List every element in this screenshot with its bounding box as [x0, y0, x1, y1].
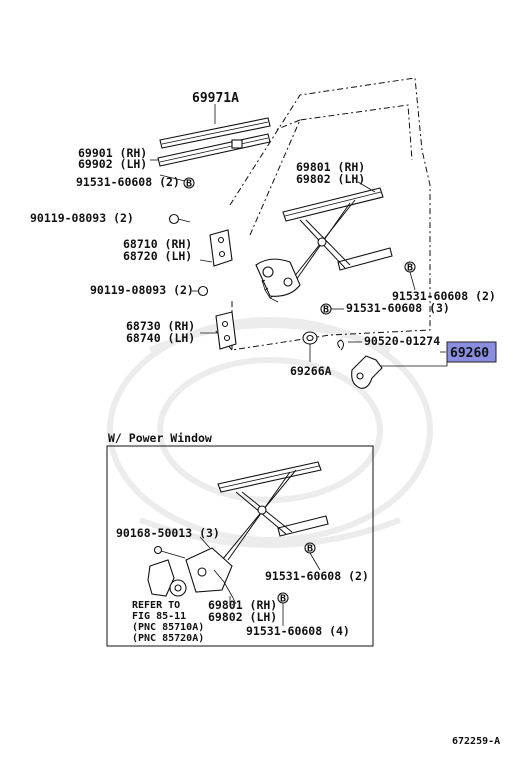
power-window-panel — [106, 445, 374, 647]
svg-text:B: B — [280, 594, 286, 605]
svg-text:FIG 85-11: FIG 85-11 — [132, 611, 186, 622]
bracket-68710[interactable] — [199, 229, 233, 267]
refer-note[interactable]: REFER TO FIG 85-11 (PNC 85710A) (PNC 857… — [132, 600, 204, 644]
label-91531-1[interactable]: 91531-60608 (2) — [76, 175, 180, 189]
bolt-marker-1: B — [183, 177, 195, 190]
label-91531-5[interactable]: 91531-60608 (4) — [246, 624, 350, 638]
svg-text:(PNC 85710A): (PNC 85710A) — [132, 622, 204, 633]
power-window-title: W/ Power Window — [108, 431, 212, 445]
bracket-68730[interactable] — [200, 311, 237, 350]
label-90168[interactable]: 90168-50013 (3) — [116, 526, 220, 540]
svg-text:B: B — [186, 179, 192, 190]
label-69801-upper[interactable]: 69801 (RH) — [296, 160, 365, 174]
svg-text:B: B — [323, 305, 329, 316]
svg-text:B: B — [307, 544, 313, 555]
figure-id: 672259-A — [452, 736, 500, 747]
screw-90168[interactable] — [153, 545, 186, 559]
bolt-marker-5: B — [277, 592, 289, 605]
window-motor[interactable] — [147, 559, 187, 597]
label-68740[interactable]: 68740 (LH) — [126, 331, 195, 345]
label-69902[interactable]: 69902 (LH) — [78, 157, 147, 171]
screw-90119-lower[interactable] — [192, 285, 209, 297]
label-91531-2[interactable]: 91531-60608 (2) — [392, 289, 496, 303]
svg-text:REFER TO: REFER TO — [132, 600, 180, 611]
label-91531-4[interactable]: 91531-60608 (2) — [265, 569, 369, 583]
label-69266a[interactable]: 69266A — [290, 364, 332, 378]
bolt-marker-3: B — [320, 303, 332, 316]
bolt-marker-2: B — [404, 261, 416, 274]
label-68720[interactable]: 68720 (LH) — [123, 249, 192, 263]
label-68730[interactable]: 68730 (RH) — [126, 319, 195, 333]
label-69971a[interactable]: 69971A — [192, 91, 239, 106]
handle-69260[interactable] — [351, 355, 383, 389]
label-90119-1[interactable]: 90119-08093 (2) — [30, 211, 134, 225]
svg-text:(PNC 85720A): (PNC 85720A) — [132, 633, 204, 644]
window-regulator-manual[interactable] — [255, 187, 393, 303]
label-90520[interactable]: 90520-01274 — [364, 334, 440, 348]
highlight-69260[interactable]: 69260 — [446, 341, 497, 363]
window-regulator-power[interactable] — [185, 461, 329, 605]
label-69901[interactable]: 69901 (RH) — [78, 146, 147, 160]
svg-text:69260: 69260 — [450, 346, 489, 361]
screw-90119-upper[interactable] — [168, 213, 191, 225]
clip-90520[interactable] — [337, 339, 344, 351]
label-68710[interactable]: 68710 (RH) — [123, 237, 192, 251]
bolt-marker-4: B — [304, 542, 316, 555]
glass-run-strip-69971a[interactable] — [159, 104, 271, 149]
weatherstrip-69901[interactable] — [157, 133, 271, 167]
knob-69266a[interactable] — [302, 331, 318, 345]
label-69802-lower[interactable]: 69802 (LH) — [208, 610, 277, 624]
label-91531-3[interactable]: 91531-60608 (3) — [346, 301, 450, 315]
label-69801-lower[interactable]: 69801 (RH) — [208, 598, 277, 612]
label-90119-2[interactable]: 90119-08093 (2) — [90, 283, 194, 297]
svg-text:B: B — [407, 263, 413, 274]
label-69802-upper[interactable]: 69802 (LH) — [296, 172, 365, 186]
